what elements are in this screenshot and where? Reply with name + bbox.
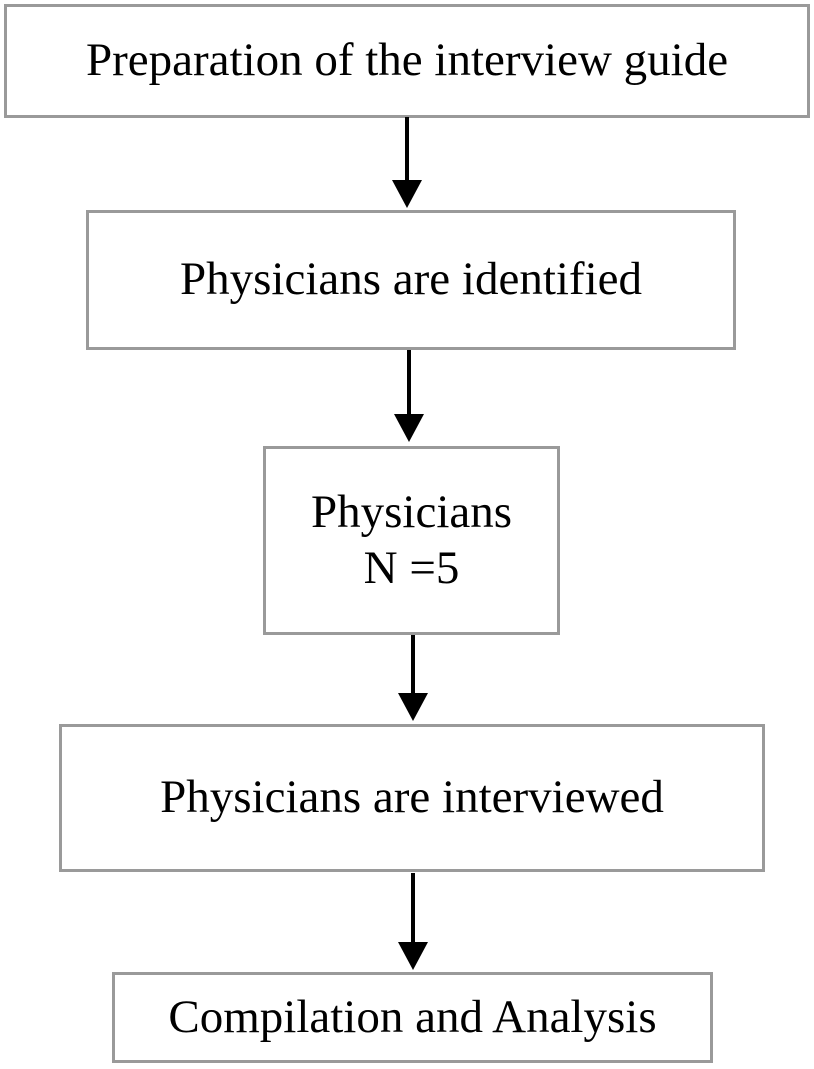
step-preparation-label: Preparation of the interview guide bbox=[85, 34, 729, 87]
step-identified-box: Physicians are identified bbox=[86, 210, 736, 350]
step-sample-text: Physicians N =5 bbox=[311, 485, 512, 596]
arrow-shaft bbox=[411, 635, 415, 694]
arrow-down-icon bbox=[394, 350, 424, 442]
arrow-head bbox=[398, 942, 428, 970]
step-sample-box: Physicians N =5 bbox=[263, 446, 560, 635]
arrow-down-icon bbox=[398, 873, 428, 970]
arrow-down-icon bbox=[398, 635, 428, 721]
step-identified-label: Physicians are identified bbox=[179, 253, 643, 306]
step-interviewed-label: Physicians are interviewed bbox=[160, 771, 664, 824]
arrow-head bbox=[394, 414, 424, 442]
arrow-head bbox=[392, 180, 422, 208]
arrow-shaft bbox=[407, 350, 411, 415]
arrow-shaft bbox=[405, 117, 409, 181]
arrow-down-icon bbox=[392, 117, 422, 208]
arrow-shaft bbox=[411, 873, 415, 943]
step-interviewed-box: Physicians are interviewed bbox=[59, 724, 765, 872]
step-analysis-box: Compilation and Analysis bbox=[112, 972, 713, 1063]
step-preparation-box: Preparation of the interview guide bbox=[4, 4, 810, 118]
step-sample-count: N =5 bbox=[363, 541, 460, 594]
step-sample-label: Physicians bbox=[310, 486, 513, 539]
step-analysis-label: Compilation and Analysis bbox=[168, 990, 657, 1043]
arrow-head bbox=[398, 693, 428, 721]
